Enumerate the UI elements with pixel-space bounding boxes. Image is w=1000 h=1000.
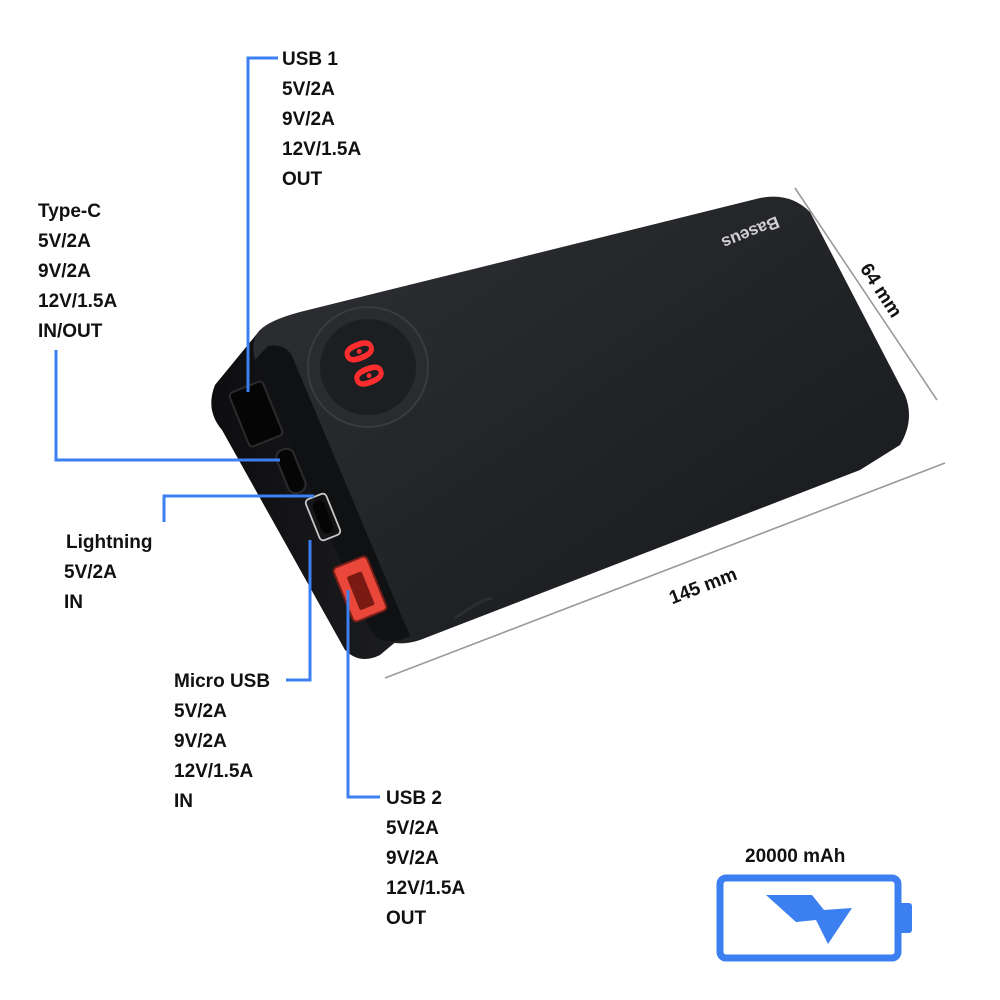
callout-lines bbox=[54, 56, 380, 799]
usb1-spec-1: 5V/2A bbox=[282, 79, 335, 100]
type-c-port bbox=[275, 447, 307, 495]
usb2-name: USB 2 bbox=[386, 788, 442, 809]
type-c-callout-line bbox=[54, 350, 280, 462]
micro-usb-callout-line bbox=[286, 540, 312, 682]
usb1-mode: OUT bbox=[282, 169, 323, 190]
micro-usb-spec-1: 5V/2A bbox=[174, 701, 227, 722]
usb1-label: USB 1 5V/2A 9V/2A 12V/1.5A OUT bbox=[282, 45, 361, 195]
usb1-spec-3: 12V/1.5A bbox=[282, 139, 362, 160]
power-bank-top-face bbox=[253, 196, 910, 644]
usb1-port bbox=[228, 380, 284, 448]
type-c-spec-2: 9V/2A bbox=[38, 261, 91, 282]
lightning-port bbox=[312, 500, 334, 534]
type-c-name: Type-C bbox=[38, 201, 101, 222]
lightning-name: Lightning bbox=[66, 532, 153, 553]
battery-bolt-icon bbox=[716, 874, 912, 962]
type-c-spec-1: 5V/2A bbox=[38, 231, 91, 252]
lightning-callout-line bbox=[162, 494, 314, 522]
power-button bbox=[454, 596, 493, 620]
usb2-port-inner bbox=[347, 571, 375, 610]
lightning-spec-1: 5V/2A bbox=[64, 562, 117, 583]
capacity-label: 20000 mAh bbox=[745, 846, 846, 867]
usb2-callout-line bbox=[346, 590, 380, 799]
length-dimension-line bbox=[384, 462, 946, 679]
micro-usb-mode: IN bbox=[174, 791, 193, 812]
lightning-label: Lightning 5V/2A IN bbox=[64, 528, 153, 618]
micro-usb-spec-2: 9V/2A bbox=[174, 731, 227, 752]
usb1-callout-line bbox=[246, 56, 278, 392]
usb2-mode: OUT bbox=[386, 908, 427, 929]
type-c-mode: IN/OUT bbox=[38, 321, 103, 342]
lightning-mode: IN bbox=[64, 592, 83, 613]
type-c-spec-3: 12V/1.5A bbox=[38, 291, 118, 312]
micro-usb-label: Micro USB 5V/2A 9V/2A 12V/1.5A IN bbox=[174, 667, 270, 817]
usb2-spec-1: 5V/2A bbox=[386, 818, 439, 839]
usb1-name: USB 1 bbox=[282, 49, 338, 70]
display-window bbox=[320, 319, 416, 415]
usb2-spec-2: 9V/2A bbox=[386, 848, 439, 869]
micro-usb-spec-3: 12V/1.5A bbox=[174, 761, 254, 782]
usb2-label: USB 2 5V/2A 9V/2A 12V/1.5A OUT bbox=[386, 784, 465, 934]
lightning-port-highlight bbox=[304, 492, 342, 542]
micro-usb-name: Micro USB bbox=[174, 671, 271, 692]
usb2-spec-3: 12V/1.5A bbox=[386, 878, 466, 899]
width-dimension-line bbox=[794, 187, 938, 401]
type-c-label: Type-C 5V/2A 9V/2A 12V/1.5A IN/OUT bbox=[38, 197, 117, 347]
usb1-spec-2: 9V/2A bbox=[282, 109, 335, 130]
